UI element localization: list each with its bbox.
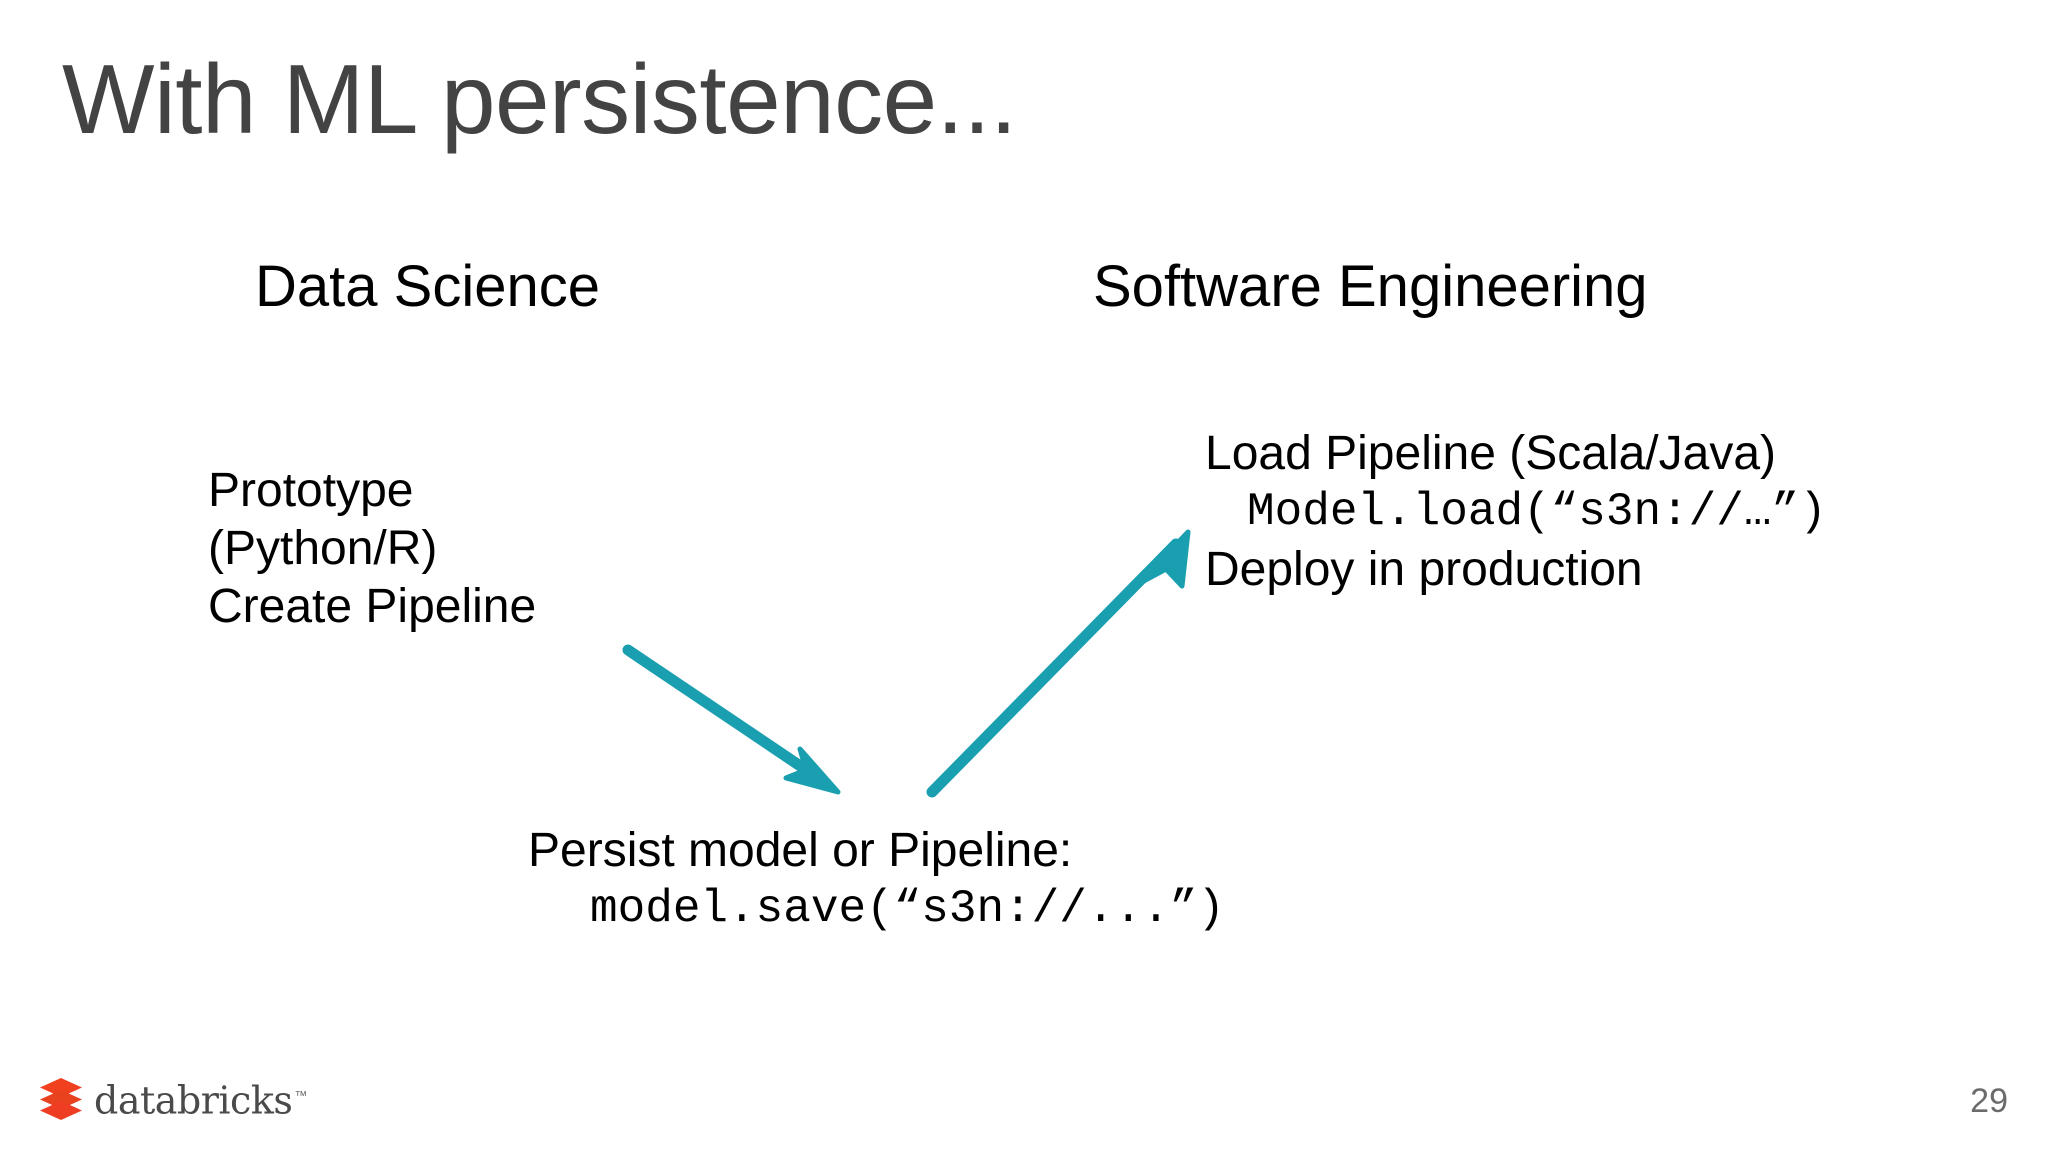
- page-title: With ML persistence...: [62, 44, 1017, 154]
- software-engineering-line-load-pipeline: Load Pipeline (Scala/Java): [1205, 427, 1777, 480]
- data-science-line-create-pipeline: Create Pipeline: [208, 580, 537, 633]
- arrow-persist-to-software-engineering: [926, 529, 1191, 798]
- column-heading-data-science: Data Science: [255, 254, 600, 319]
- databricks-wordmark-text: databricks: [94, 1078, 293, 1123]
- software-engineering-line-deploy-in-production: Deploy in production: [1205, 543, 1643, 596]
- data-science-line-python-r: (Python/R): [208, 522, 438, 575]
- data-science-line-prototype: Prototype: [208, 464, 414, 517]
- databricks-stack-icon: [40, 1078, 82, 1121]
- page-number: 29: [1970, 1082, 2008, 1120]
- persist-code-model-save: model.save(“s3n://...”): [590, 883, 1225, 935]
- persist-label: Persist model or Pipeline:: [528, 824, 1073, 877]
- persist-text-block: Persist model or Pipeline: model.save(“s…: [528, 822, 1225, 938]
- data-science-text-block: Prototype (Python/R) Create Pipeline: [208, 462, 536, 636]
- software-engineering-text-block: Load Pipeline (Scala/Java) Model.load(“s…: [1205, 425, 1827, 599]
- column-heading-software-engineering: Software Engineering: [1093, 254, 1648, 319]
- arrow-data-science-to-persist: [622, 644, 841, 795]
- trademark-icon: ™: [294, 1088, 307, 1103]
- software-engineering-code-model-load: Model.load(“s3n://…”): [1247, 486, 1827, 538]
